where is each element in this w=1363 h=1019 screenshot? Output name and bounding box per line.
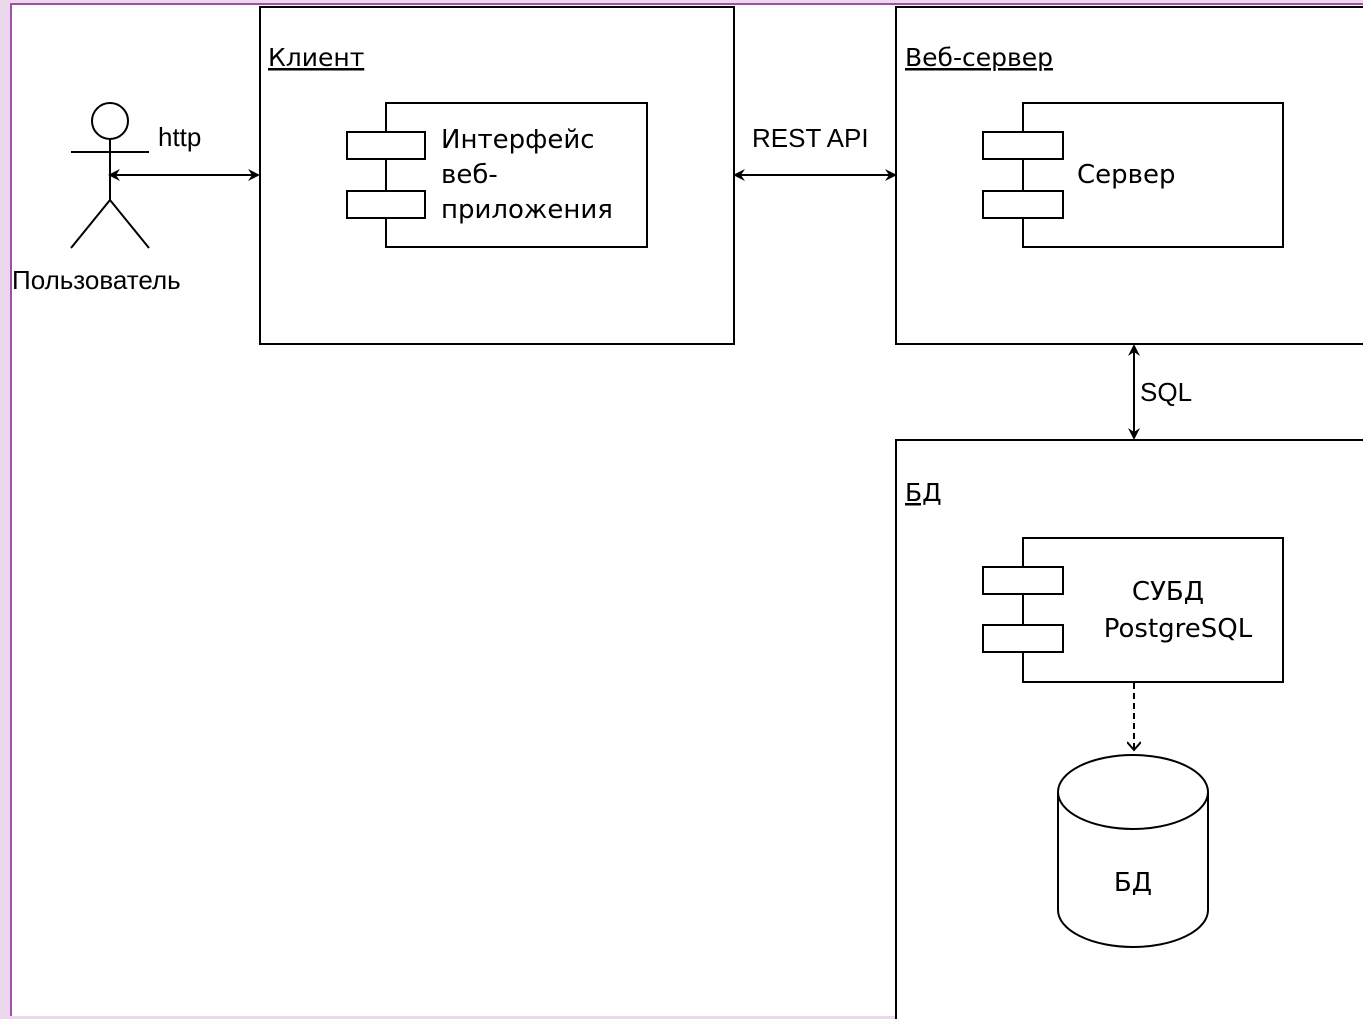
page-frame-border xyxy=(10,3,1363,1016)
database-cylinder-body xyxy=(1057,792,1209,948)
dbms-component-box xyxy=(1022,537,1284,683)
actor-left-leg xyxy=(70,199,111,249)
ui-component-label-line-2: веб- xyxy=(441,160,498,190)
server-component-box xyxy=(1022,102,1284,248)
ui-component-label-line-3: приложения xyxy=(441,195,613,225)
client-node-title: Клиент xyxy=(268,43,364,72)
webserver-node-title: Веб-сервер xyxy=(905,43,1053,72)
rest-api-connector-label: REST API xyxy=(752,123,869,153)
actor-head xyxy=(91,102,129,140)
user-actor[interactable]: Пользователь xyxy=(12,102,181,295)
db-node-title: БД xyxy=(905,478,942,507)
server-component-label: Сервер xyxy=(1077,160,1175,190)
sql-connector-label: SQL xyxy=(1140,377,1192,407)
ui-component-label-line-1: Интерфейс xyxy=(441,125,595,155)
actor-right-leg xyxy=(109,199,150,249)
dbms-component-port-bottom xyxy=(982,624,1064,653)
server-component-port-top xyxy=(982,131,1064,160)
dbms-component-label-line-2: PostgreSQL xyxy=(1104,614,1253,644)
dbms-component-port-top xyxy=(982,566,1064,595)
actor-label: Пользователь xyxy=(12,265,181,295)
http-connector-label: http xyxy=(158,122,201,152)
dbms-component-label-line-1: СУБД xyxy=(1132,577,1204,607)
ui-component-port-top xyxy=(346,131,426,160)
ui-component[interactable]: Интерфейс веб- приложения xyxy=(346,102,648,248)
database-cylinder[interactable]: БД xyxy=(1057,754,1209,948)
database-cylinder-top xyxy=(1057,754,1209,830)
database-cylinder-label: БД xyxy=(1114,868,1152,898)
ui-component-box xyxy=(385,102,648,248)
server-component-port-bottom xyxy=(982,190,1064,219)
server-component[interactable]: Сервер xyxy=(982,102,1284,248)
dbms-component[interactable]: СУБД PostgreSQL xyxy=(982,537,1284,683)
ui-component-port-bottom xyxy=(346,190,426,219)
